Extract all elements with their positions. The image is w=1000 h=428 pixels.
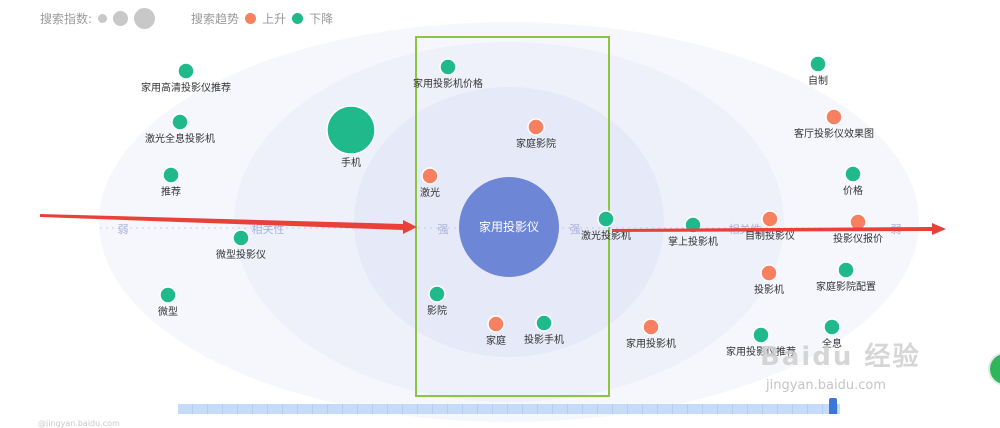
legend-up-dot	[245, 13, 257, 24]
legend-size-large	[134, 8, 156, 29]
center-bubble	[459, 177, 559, 277]
footer-text: @jingyan.baidu.com	[38, 419, 120, 428]
left-arrow	[40, 214, 417, 234]
keyword-node[interactable]: 家庭影院配置	[816, 261, 876, 293]
keyword-bubble[interactable]	[527, 118, 545, 136]
keyword-node[interactable]: 激光	[420, 167, 440, 199]
keyword-bubble[interactable]	[232, 229, 250, 247]
keyword-label: 激光	[420, 186, 440, 199]
keyword-label: 家用高清投影仪推荐	[141, 81, 231, 94]
keyword-node[interactable]: 影院	[427, 285, 447, 317]
keyword-node[interactable]: 推荐	[161, 166, 181, 198]
keyword-label: 家用投影机	[626, 337, 676, 350]
keyword-nodes: 家用高清投影仪推荐激光全息投影机推荐微型投影仪微型手机家用投影机价格家庭影院激光…	[141, 55, 883, 358]
keyword-bubble[interactable]	[439, 58, 457, 76]
keyword-label: 自制	[808, 74, 828, 87]
keyword-label: 微型	[158, 305, 178, 318]
keyword-bubble[interactable]	[597, 210, 615, 228]
keyword-label: 家庭影院配置	[816, 280, 876, 293]
keyword-bubble[interactable]	[177, 62, 195, 80]
keyword-bubble[interactable]	[326, 105, 376, 155]
keyword-node[interactable]: 手机	[326, 105, 376, 169]
keyword-bubble[interactable]	[535, 314, 553, 332]
keyword-node[interactable]: 客厅投影仪效果图	[794, 108, 874, 140]
keyword-bubble[interactable]	[162, 166, 180, 184]
keyword-label: 手机	[341, 156, 361, 169]
legend-trend-label: 搜索趋势	[191, 12, 240, 26]
legend-index-label: 搜索指数:	[40, 12, 93, 26]
keyword-node[interactable]: 微型	[158, 286, 178, 318]
keyword-bubble[interactable]	[642, 318, 660, 336]
keyword-label: 家庭	[486, 334, 506, 347]
keyword-bubble[interactable]	[752, 326, 770, 344]
keyword-label: 家用投影仪推荐	[726, 345, 796, 358]
keyword-bubble[interactable]	[171, 113, 189, 131]
keyword-label: 微型投影仪	[216, 248, 266, 261]
keyword-label: 自制投影仪	[745, 229, 795, 242]
keyword-node[interactable]: 激光全息投影机	[145, 113, 215, 145]
keyword-node[interactable]: 微型投影仪	[216, 229, 266, 261]
chart-legend: 搜索指数: 搜索趋势 上升 下降	[40, 8, 333, 29]
keyword-bubble[interactable]	[825, 108, 843, 126]
keyword-label: 激光投影机	[581, 229, 631, 242]
time-slider-handle[interactable]	[829, 398, 837, 414]
keyword-node[interactable]: 家用投影机价格	[413, 58, 483, 90]
keyword-label: 投影仪报价	[833, 232, 883, 245]
keyword-label: 家庭影院	[516, 137, 556, 150]
keyword-label: 推荐	[161, 185, 181, 198]
legend-size-medium	[113, 11, 129, 26]
keyword-node[interactable]: 家用投影机	[626, 318, 676, 350]
keyword-bubble[interactable]	[837, 261, 855, 279]
keyword-bubble[interactable]	[823, 318, 841, 336]
keyword-node[interactable]: 投影机	[754, 264, 784, 296]
keyword-label: 价格	[843, 184, 863, 197]
keyword-node[interactable]: 自制投影仪	[745, 210, 795, 242]
watermark-url: jingyan.baidu.com	[766, 378, 886, 393]
legend-size-small	[98, 14, 108, 23]
center-label: 家用投影仪	[479, 219, 539, 234]
keyword-label: 投影机	[754, 283, 784, 296]
scale-label: 相关性	[252, 222, 285, 236]
keyword-label: 客厅投影仪效果图	[794, 127, 874, 140]
right-arrow	[612, 223, 946, 235]
keyword-bubble[interactable]	[844, 165, 862, 183]
keyword-node[interactable]: 家用高清投影仪推荐	[141, 62, 231, 94]
keyword-node[interactable]: 家庭	[486, 315, 506, 347]
baidu-watermark: Baidu 经验	[760, 342, 921, 372]
keyword-node[interactable]: 全息	[822, 318, 842, 350]
legend-up-label: 上升	[262, 12, 287, 26]
keyword-node[interactable]: 家用投影仪推荐	[726, 326, 796, 358]
keyword-bubble[interactable]	[421, 167, 439, 185]
keyword-label: 掌上投影机	[668, 235, 718, 248]
keyword-bubble[interactable]	[809, 55, 827, 73]
center-keyword: 家用投影仪	[459, 177, 559, 277]
scale-label: 强	[438, 223, 449, 236]
keyword-node[interactable]: 价格	[843, 165, 863, 197]
keyword-node[interactable]: 自制	[808, 55, 828, 87]
keyword-bubble[interactable]	[159, 286, 177, 304]
keyword-label: 影院	[427, 304, 447, 317]
keyword-bubble[interactable]	[487, 315, 505, 333]
keyword-node[interactable]: 投影仪报价	[833, 213, 883, 245]
keyword-label: 激光全息投影机	[145, 132, 215, 145]
keyword-bubble[interactable]	[428, 285, 446, 303]
keyword-label: 投影手机	[524, 333, 564, 346]
keyword-node[interactable]: 激光投影机	[581, 210, 631, 242]
keyword-node[interactable]: 投影手机	[524, 314, 564, 346]
keyword-bubble[interactable]	[760, 264, 778, 282]
scale-label: 强	[570, 223, 581, 236]
keyword-node[interactable]: 家庭影院	[516, 118, 556, 150]
annotation-arrows	[40, 214, 946, 235]
scale-label: 弱	[118, 223, 129, 236]
keyword-label: 家用投影机价格	[413, 77, 483, 90]
legend-down-dot	[292, 13, 304, 24]
time-slider-track[interactable]	[178, 404, 840, 414]
keyword-label: 全息	[822, 337, 842, 350]
keyword-bubble[interactable]	[761, 210, 779, 228]
legend-down-label: 下降	[309, 12, 334, 26]
